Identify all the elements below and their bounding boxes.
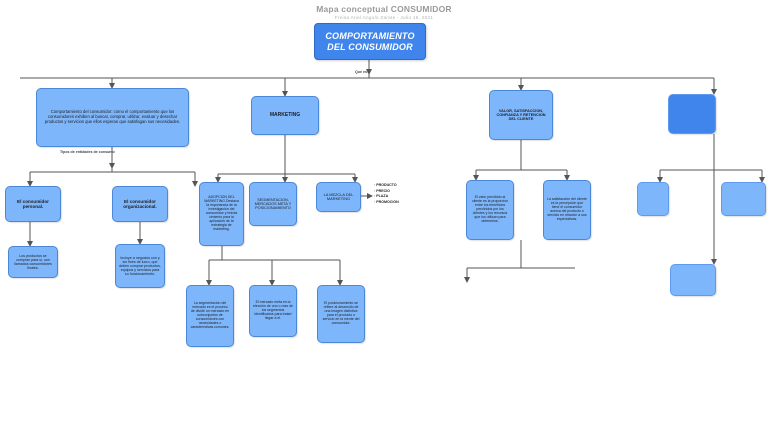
root-node-label: COMPORTAMIENTO DEL CONSUMIDOR: [325, 31, 415, 52]
node-valor-percibido[interactable]: El valor percibido al cliente es la prop…: [466, 180, 514, 240]
node-consumidor-final-detalle-text: Los productos se compran para sí, son ll…: [14, 253, 52, 271]
node-extra-left[interactable]: [637, 182, 669, 216]
mix-item-plaza: PLAZA: [374, 194, 399, 200]
node-satisfaccion-cliente[interactable]: La satisfacción del cliente es la percep…: [543, 180, 591, 240]
node-consumidor-personal[interactable]: El consumidor personal.: [5, 186, 61, 222]
node-segmentacion-detalle-text: La segmentación del mercado es el proces…: [190, 301, 230, 329]
node-consumidor-final-detalle[interactable]: Los productos se compran para sí, son ll…: [8, 246, 58, 278]
page-title: Mapa conceptual CONSUMIDOR: [316, 4, 452, 14]
node-consumidor-organizacional[interactable]: El consumidor organizacional.: [112, 186, 168, 222]
node-mezcla-marketing-label: LA MEZCLA DEL MARKETING: [323, 191, 354, 201]
page-subtitle: Freisa Ariel Angulo Zarate - Julio 16, 2…: [334, 15, 434, 20]
edge-label-que-es: Qué es?: [355, 70, 370, 74]
node-mercado-meta-detalle-text: El mercado meta es la elección de uno o …: [253, 300, 293, 320]
node-marketing[interactable]: MARKETING: [251, 96, 319, 135]
mix-item-precio: PRECIO: [374, 189, 399, 195]
node-adopcion-marketing-text: ADOPCION DEL MARKETING Destaca la import…: [204, 195, 239, 231]
mix-item-promocion: PROMOCION: [374, 200, 399, 206]
mix-item-producto: PRODUCTO: [374, 183, 399, 189]
node-consumidor-organizacional-label: El consumidor organizacional.: [123, 198, 157, 209]
node-satisfaccion-cliente-text: La satisfacción del cliente es la percep…: [547, 197, 587, 221]
node-posicionamiento-detalle[interactable]: El posicionamiento se refiere al desarro…: [317, 285, 365, 343]
marketing-mix-list: PRODUCTO PRECIO PLAZA PROMOCION: [374, 183, 399, 205]
node-mercado-meta-detalle[interactable]: El mercado meta es la elección de uno o …: [249, 285, 297, 337]
node-definicion-consumidor-text: Comportamiento del consumidor: como el c…: [44, 109, 181, 124]
node-segmentacion-mercados-label: SEGMENTACION, MERCADOS META Y POSICIONAM…: [254, 197, 292, 211]
node-segmentacion-mercados[interactable]: SEGMENTACION, MERCADOS META Y POSICIONAM…: [249, 182, 297, 226]
node-segmentacion-detalle[interactable]: La segmentación del mercado es el proces…: [186, 285, 234, 347]
node-extra-bottom[interactable]: [670, 264, 716, 296]
node-extra-root[interactable]: [668, 94, 716, 134]
node-marketing-label: MARKETING: [269, 111, 301, 118]
node-adopcion-marketing[interactable]: ADOPCION DEL MARKETING Destaca la import…: [199, 182, 244, 246]
node-consumidor-org-detalle[interactable]: Incluye a negocios con y sin fines de lu…: [115, 244, 165, 288]
node-mezcla-marketing[interactable]: LA MEZCLA DEL MARKETING: [316, 182, 361, 212]
edge-label-tipos-entidades: Tipos de entidades de consumo: [60, 150, 115, 154]
node-extra-right[interactable]: [721, 182, 766, 216]
node-posicionamiento-detalle-text: El posicionamiento se refiere al desarro…: [322, 301, 360, 325]
root-node[interactable]: COMPORTAMIENTO DEL CONSUMIDOR: [314, 23, 426, 60]
node-definicion-consumidor[interactable]: Comportamiento del consumidor: como el c…: [36, 88, 189, 147]
node-consumidor-personal-label: El consumidor personal.: [17, 198, 49, 209]
node-valor-satisfaccion-label: VALOR, SATISFACCION, CONFIANZA Y RETENCI…: [496, 108, 546, 122]
node-consumidor-org-detalle-text: Incluye a negocios con y sin fines de lu…: [119, 255, 161, 277]
node-valor-percibido-text: El valor percibido al cliente es la prop…: [472, 195, 508, 223]
node-valor-satisfaccion[interactable]: VALOR, SATISFACCION, CONFIANZA Y RETENCI…: [489, 90, 553, 140]
